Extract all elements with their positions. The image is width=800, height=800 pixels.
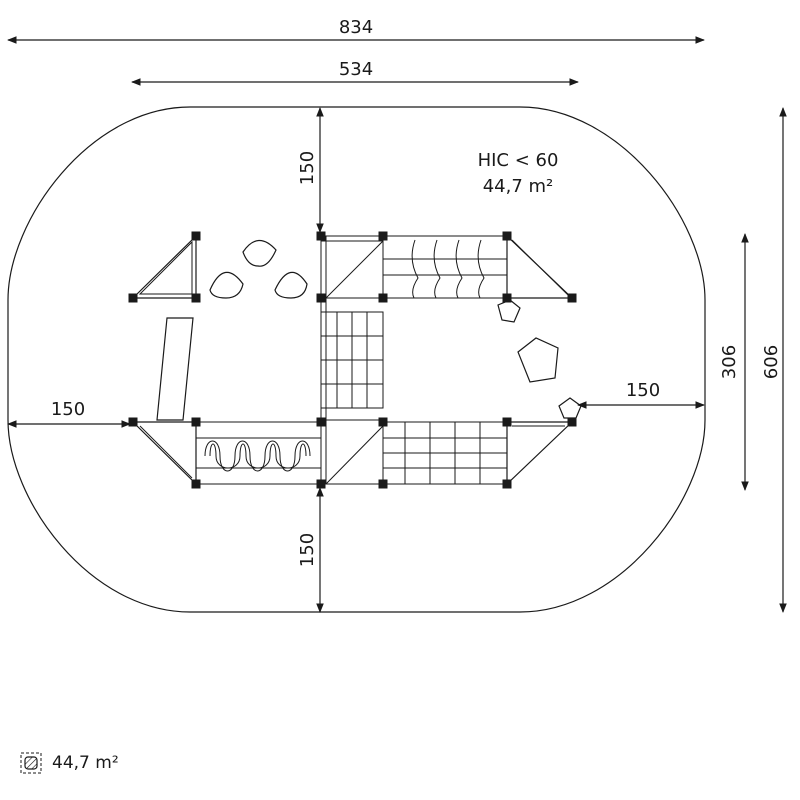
- top-left-panel: [131, 234, 197, 299]
- dim-right-clearance-label: 150: [626, 380, 660, 401]
- dim-inner-width-label: 534: [339, 59, 373, 80]
- area-hatch-icon: [20, 752, 42, 774]
- dim-total-depth-label: 606: [761, 345, 782, 379]
- legend: 44,7 m²: [20, 752, 119, 774]
- hic-label: HIC < 60: [478, 150, 559, 171]
- bottom-right-panel: [506, 421, 574, 486]
- centre-net: [320, 311, 384, 409]
- top-right-panel: [506, 234, 574, 299]
- climbing-holds-right: [497, 299, 582, 419]
- climbing-holds-top-left: [209, 239, 308, 299]
- top-bridge: [382, 235, 508, 299]
- posts: [128, 231, 577, 489]
- climbing-board-left: [156, 317, 194, 421]
- dim-total-width-label: 834: [339, 17, 373, 38]
- dim-top-clearance-label: 150: [297, 151, 318, 185]
- bottom-left-panel: [131, 421, 197, 486]
- bottom-left-bridge: [195, 421, 322, 485]
- dim-left-clearance-label: 150: [51, 399, 85, 420]
- dim-inner-depth-label: 306: [719, 345, 740, 379]
- bottom-right-net: [382, 421, 508, 485]
- dim-bottom-clearance-label: 150: [297, 533, 318, 567]
- legend-area-label: 44,7 m²: [52, 753, 119, 773]
- area-label: 44,7 m²: [483, 176, 554, 197]
- safety-zone-outline: [7, 106, 706, 613]
- equipment-structure: [128, 231, 582, 489]
